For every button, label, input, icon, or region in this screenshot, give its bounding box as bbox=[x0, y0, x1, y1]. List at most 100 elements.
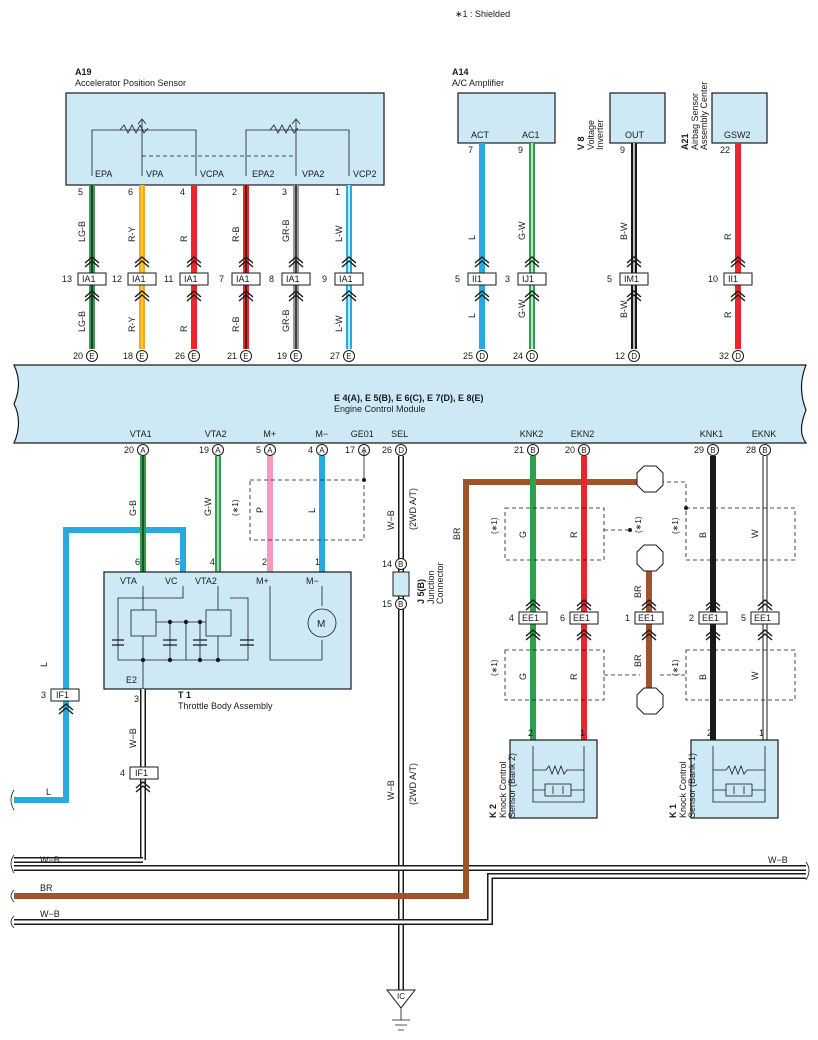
top-wire-vcpa-conn-label: IA1 bbox=[184, 274, 198, 284]
k1-name-1: Knock Control bbox=[678, 761, 688, 818]
ecm-pin-eknk-circle bbox=[759, 444, 771, 456]
wire-l-vc-loop bbox=[14, 527, 186, 803]
k2-label: K 2 Knock Control Sensor (Bank 2) bbox=[488, 753, 517, 818]
v8-code: V 8 bbox=[576, 136, 586, 150]
shield-mark-b2l: (∗1) bbox=[490, 659, 499, 676]
k1-internal bbox=[712, 746, 766, 803]
shield-bank1-lower bbox=[685, 649, 796, 701]
top-wire-vcp2-src-pin: 1 bbox=[335, 187, 340, 197]
top-wire-vcp2-label-b: L-W bbox=[334, 315, 344, 332]
top-wire-f-ps-chevron-bottom bbox=[730, 290, 746, 302]
top-wire-ac1-chevron-bottom bbox=[524, 290, 540, 302]
a21-pin-gsw2: GSW2 bbox=[724, 130, 751, 140]
top-wire-vpa2-src-pin: 3 bbox=[282, 187, 287, 197]
top-wire-f-ps-conn-label: II1 bbox=[728, 274, 738, 284]
ecm-pin-mminus-label: M− bbox=[315, 429, 328, 439]
top-wire-f-ps-label-a: R bbox=[723, 233, 733, 240]
ee1-br-1-box bbox=[634, 611, 664, 625]
top-wire-f-ps-ecm-pin-conn: D bbox=[735, 352, 741, 361]
if1-lower-label: IF1 bbox=[135, 768, 148, 778]
top-wire-vpa-ecm-pin-circle bbox=[136, 350, 148, 362]
motor-shield bbox=[249, 479, 365, 541]
top-wire-vpa-chevron-bottom bbox=[134, 290, 150, 302]
top-wire-ac1-ecm-pin-num: 24 bbox=[513, 351, 523, 361]
shield-mark-b2u: (∗1) bbox=[490, 517, 499, 534]
apps-pot2-body bbox=[245, 129, 350, 176]
w-b-line-1-right-label: W−B bbox=[768, 855, 788, 865]
top-wire-epa-src-pin: 5 bbox=[78, 187, 83, 197]
top-wire-vpa-conn-pin: 12 bbox=[112, 274, 122, 284]
top-wire-epa-ecm-pin-conn: E bbox=[89, 352, 94, 361]
ee1-b-2-chevron-top bbox=[705, 599, 721, 611]
top-wire-els2-conn-box bbox=[619, 272, 649, 286]
top-wire-epa2-chevron-top bbox=[238, 256, 254, 268]
label-p: P bbox=[255, 507, 265, 513]
knock-w-label-upper: W bbox=[750, 529, 760, 538]
ecm-pin-vta1-num: 20 bbox=[124, 445, 134, 455]
ecm-pin-vta1-label: VTA1 bbox=[130, 429, 152, 439]
ee1-r-6-box bbox=[569, 611, 599, 625]
t1-pin-6: 6 bbox=[135, 557, 140, 567]
apps-pin-vcp2: VCP2 bbox=[353, 169, 377, 179]
apps-pin-epa2: EPA2 bbox=[252, 169, 274, 179]
j5-top-conn: B bbox=[398, 560, 403, 569]
ecm-pin-mminus-conn: A bbox=[319, 446, 325, 455]
top-wire-els2-ecm-pin-conn: D bbox=[631, 352, 637, 361]
top-wire-act-conn-pin: 5 bbox=[455, 274, 460, 284]
top-wire-epa-conn-label: IA1 bbox=[82, 274, 96, 284]
top-wire-epa-label-b: LG-B bbox=[77, 311, 87, 332]
top-wire-ac1-conn-label: IJ1 bbox=[522, 274, 534, 284]
top-wire-vpa-chevron-top bbox=[134, 256, 150, 268]
label-w-b-e2: W−B bbox=[128, 728, 138, 748]
top-wire-act-src-pin: 7 bbox=[468, 145, 473, 155]
if1-upper-pin: 3 bbox=[41, 690, 46, 700]
top-wire-vpa2-label-b: GR-B bbox=[281, 310, 291, 333]
knock-w-label-lower: W bbox=[750, 671, 760, 680]
br-label-upper: BR bbox=[633, 585, 643, 598]
ee1-br-1-chevron-top bbox=[641, 599, 657, 611]
ee1-w-5-pin: 5 bbox=[741, 613, 746, 623]
shield-node-2 bbox=[628, 528, 632, 532]
shield-node-1 bbox=[684, 506, 688, 510]
top-wire-f-ps-ecm-pin-circle bbox=[732, 350, 744, 362]
ac-pin-act: ACT bbox=[471, 130, 490, 140]
top-wire-vcp2-conn-box bbox=[334, 272, 364, 286]
top-wire-ac1-conn-box bbox=[517, 272, 547, 286]
l-break-mark bbox=[10, 789, 15, 811]
ecm-pin-knk1-conn: B bbox=[710, 446, 715, 455]
top-wire-vpa-conn-label: IA1 bbox=[132, 274, 146, 284]
top-wire-vcp2-chevron-bottom bbox=[341, 290, 357, 302]
ee1-b-2-label: EE1 bbox=[702, 613, 719, 623]
top-wire-epa2-conn-label: IA1 bbox=[236, 274, 250, 284]
k1-code: K 1 bbox=[668, 804, 678, 818]
shield-bank1-upper bbox=[685, 507, 796, 561]
k2-name-2: Sensor (Bank 2) bbox=[507, 753, 517, 818]
ee1-w-5-label: EE1 bbox=[754, 613, 771, 623]
junction-connector-j5 bbox=[392, 571, 410, 597]
t1-code: T 1 bbox=[178, 690, 191, 700]
top-wire-vpa2-chevron-bottom bbox=[288, 290, 304, 302]
ecm-pin-eknk-label: EKNK bbox=[752, 429, 777, 439]
top-wire-els2-ecm-pin-circle bbox=[628, 350, 640, 362]
apps-pot1-resistor bbox=[119, 124, 149, 134]
k1-pin-2: 2 bbox=[707, 728, 712, 738]
t1-pin-1: 1 bbox=[315, 557, 320, 567]
top-wire-vpa2-conn-label: IA1 bbox=[286, 274, 300, 284]
knock-g-label-lower: G bbox=[518, 673, 528, 680]
top-wire-act-conn-box bbox=[467, 272, 497, 286]
a21-name-1: Airbag Sensor bbox=[690, 93, 700, 150]
t1-label-vta: VTA bbox=[120, 576, 137, 586]
w-b-line-2-fill bbox=[14, 874, 806, 924]
shielded-note: ∗1 : Shielded bbox=[455, 9, 510, 19]
br-label-lower: BR bbox=[633, 654, 643, 667]
sel-note-bottom: (2WD A/T) bbox=[408, 763, 418, 805]
ee1-w-5-chevron-top bbox=[757, 599, 773, 611]
ecm-pin-ekn2-num: 20 bbox=[565, 445, 575, 455]
shield-mark-drain: (∗1) bbox=[634, 516, 643, 533]
top-wire-vcpa-ecm-pin-conn: E bbox=[191, 352, 196, 361]
shield-bank2-upper bbox=[504, 507, 605, 561]
ground-triangle bbox=[385, 989, 417, 1009]
v8-label: V 8 Voltage Inverter bbox=[576, 119, 605, 150]
top-wires: 5LG-BLG-BIA113E20EPA6R-YR-YIA112E18VPA4R… bbox=[62, 143, 753, 379]
